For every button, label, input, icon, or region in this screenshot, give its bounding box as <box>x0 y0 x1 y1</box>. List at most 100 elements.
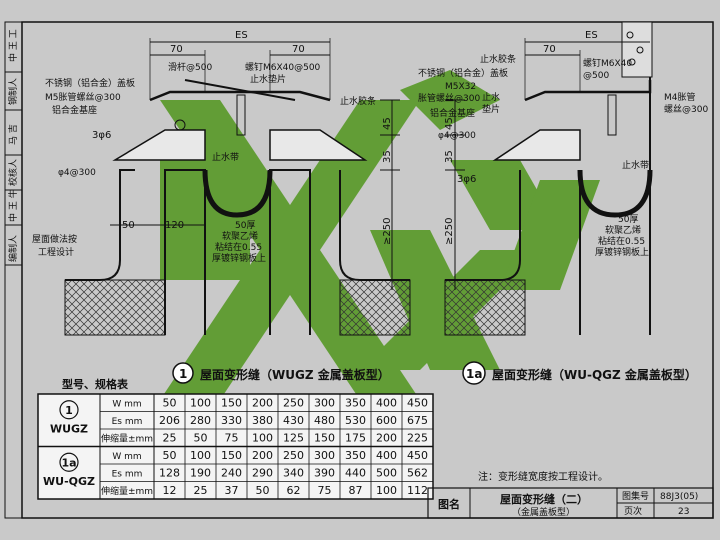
table-cell: 150 <box>314 432 335 445</box>
table-cell: 87 <box>349 484 363 497</box>
table-cell: 200 <box>376 432 397 445</box>
d1-label-bolt-m5: M5胀管螺丝@300 <box>45 91 121 103</box>
table-cell: 340 <box>283 467 304 480</box>
side-text-6: 中 王 工 <box>7 29 19 62</box>
table-cell: 112 <box>407 484 428 497</box>
table-cell: 250 <box>283 397 304 410</box>
table-cell: 530 <box>345 414 366 427</box>
atlas-label: 图集号 <box>622 490 649 502</box>
insulation-hatch-left <box>64 279 166 336</box>
table-cell: 225 <box>407 432 428 445</box>
table-cell: 675 <box>407 414 428 427</box>
spring-screw-2 <box>607 94 617 136</box>
table-cell: 12 <box>163 484 177 497</box>
side-text-3: 校核人 <box>7 159 19 186</box>
d1-label-water-rubber: 止水胶条 <box>340 95 376 107</box>
table-cell: 100 <box>376 484 397 497</box>
side-text-1: 编制人 <box>7 235 19 262</box>
table-cell: 100 <box>252 432 273 445</box>
table-cell: 50 <box>194 432 208 445</box>
table-cell: 350 <box>345 397 366 410</box>
table-cell: 150 <box>221 397 242 410</box>
table-cell: 390 <box>314 467 335 480</box>
row-label: W mm <box>112 452 141 462</box>
d2-label-pe-note: 50厚 软聚乙烯 粘结在0.55 厚镀锌钢板上 <box>595 214 649 258</box>
insulation-hatch-right <box>339 279 411 336</box>
d1-dim-45: 45 <box>382 117 393 130</box>
note-text: 注：变形缝宽度按工程设计。 <box>478 470 608 483</box>
table-cell: 562 <box>407 467 428 480</box>
d1-dim-50: 50 <box>122 220 135 231</box>
model-name-0: WUGZ <box>50 423 88 436</box>
d1-dim-70a: 70 <box>170 44 183 55</box>
d2-label-bolt-m5: M5X32 胀管螺丝@300 <box>418 82 480 104</box>
table-cell: 125 <box>283 432 304 445</box>
d1-label-al-base: 铝合金基座 <box>52 104 97 116</box>
caption-1: 1 屋面变形缝（WUGZ 金属盖板型） <box>172 362 390 384</box>
table-cell: 300 <box>314 449 335 462</box>
page-number: 23 <box>678 507 689 517</box>
d2-label-phi4: φ4@300 <box>438 131 476 141</box>
table-title: 型号、规格表 <box>62 377 129 391</box>
table-cell: 200 <box>252 397 273 410</box>
table-cell: 300 <box>314 397 335 410</box>
d2-label-water-rubber: 止水胶条 <box>480 53 516 65</box>
insulation-hatch-2 <box>444 279 526 336</box>
d1-label-pe-note: 50厚 软聚乙烯 粘结在0.55 厚镀锌钢板上 <box>212 220 266 264</box>
caption-2: 1a 屋面变形缝（WU-QGZ 金属盖板型） <box>462 361 697 385</box>
title-name-label: 图名 <box>438 497 460 511</box>
caption-2-text: 屋面变形缝（WU-QGZ 金属盖板型） <box>492 367 697 382</box>
cover-plate-1 <box>149 90 331 102</box>
d1-dim-35: 35 <box>382 150 393 163</box>
d2-dim-70: 70 <box>543 44 556 55</box>
d1-dim-3phi6: 3φ6 <box>92 130 111 141</box>
table-cell: 50 <box>163 397 177 410</box>
table-cell: 380 <box>252 414 273 427</box>
row-label: W mm <box>112 400 141 410</box>
table-cell: 480 <box>314 414 335 427</box>
table-cell: 37 <box>225 484 239 497</box>
table-cell: 290 <box>252 467 273 480</box>
d2-label-water-stop: 止水带 <box>622 159 649 171</box>
table-cell: 400 <box>376 449 397 462</box>
cover-plate-2 <box>524 80 652 102</box>
table-cell: 100 <box>190 449 211 462</box>
table-cell: 500 <box>376 467 397 480</box>
table-cell: 150 <box>221 449 242 462</box>
d1-label-roof-note: 屋面做法按 工程设计 <box>32 233 80 258</box>
table-cell: 206 <box>159 414 180 427</box>
d1-dim-70b: 70 <box>292 44 305 55</box>
title-block: 图名 屋面变形缝（二） （金属盖板型） 图集号 88J3(05) 页次 23 <box>427 487 714 519</box>
model-name-1: WU-QGZ <box>43 475 95 488</box>
caption-1-text: 屋面变形缝（WUGZ 金属盖板型） <box>200 367 390 382</box>
page-label: 页次 <box>624 505 642 517</box>
table-cell: 62 <box>287 484 301 497</box>
title-subname: （金属盖板型） <box>512 506 575 518</box>
d1-label-water-pad: 止水垫片 <box>250 73 286 85</box>
side-text-2: 中 王 牛 <box>7 189 19 222</box>
side-text-4: 马 吉 <box>8 124 19 145</box>
table-cell: 330 <box>221 414 242 427</box>
title-name: 屋面变形缝（二） <box>500 492 588 506</box>
caption-2-num: 1a <box>466 367 482 381</box>
side-text-5: 钢制人 <box>7 78 19 105</box>
table-cell: 128 <box>159 467 180 480</box>
d1-label-slide-rod: 滑杆@500 <box>168 61 212 73</box>
table-cell: 50 <box>256 484 270 497</box>
table-cell: 250 <box>283 449 304 462</box>
table-cell: 240 <box>221 467 242 480</box>
table-cell: 280 <box>190 414 211 427</box>
table-cell: 400 <box>376 397 397 410</box>
table-cell: 100 <box>190 397 211 410</box>
side-strip: 中 王 工 钢制人 马 吉 校核人 中 王 牛 编制人 <box>4 21 23 519</box>
water-stop-2 <box>577 169 653 218</box>
table-cell: 430 <box>283 414 304 427</box>
table-cell: 200 <box>252 449 273 462</box>
diagram-1 <box>64 38 411 336</box>
d2-label-stainless-cover: 不锈钢（铝合金）盖板 <box>418 67 508 79</box>
d1-dim-120: 120 <box>165 220 184 231</box>
spring-screw-1 <box>236 94 246 136</box>
